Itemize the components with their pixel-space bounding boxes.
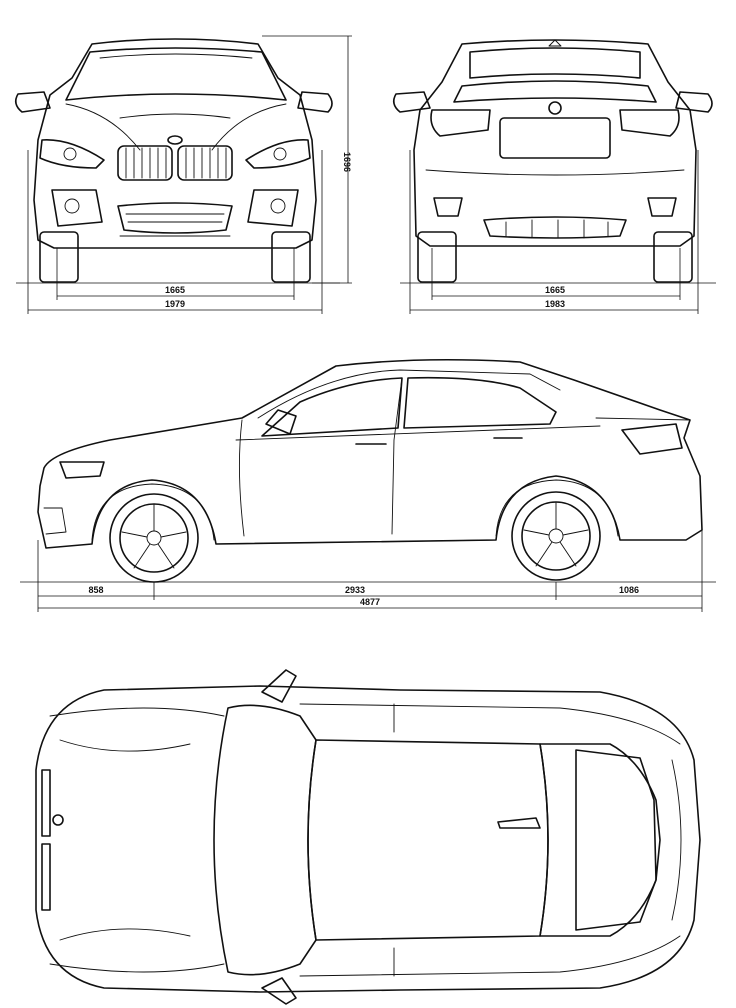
rear-view xyxy=(392,39,716,284)
rear-overhang-dimension: 1086 xyxy=(619,585,639,595)
rear-width-dimension: 1983 xyxy=(545,299,565,309)
overall-length-dimension: 4877 xyxy=(360,597,380,607)
front-view xyxy=(14,38,340,284)
wheelbase-dimension: 2933 xyxy=(345,585,365,595)
front-track-dimension: 1665 xyxy=(165,285,185,295)
side-dimensions xyxy=(37,530,703,612)
front-dimensions xyxy=(27,35,352,314)
top-view xyxy=(35,669,701,1005)
rear-dimensions xyxy=(409,150,699,314)
rear-track-dimension: 1665 xyxy=(545,285,565,295)
side-view xyxy=(20,358,716,583)
height-dimension: 1696 xyxy=(342,152,352,172)
front-width-dimension: 1979 xyxy=(165,299,185,309)
front-overhang-dimension: 858 xyxy=(88,585,103,595)
